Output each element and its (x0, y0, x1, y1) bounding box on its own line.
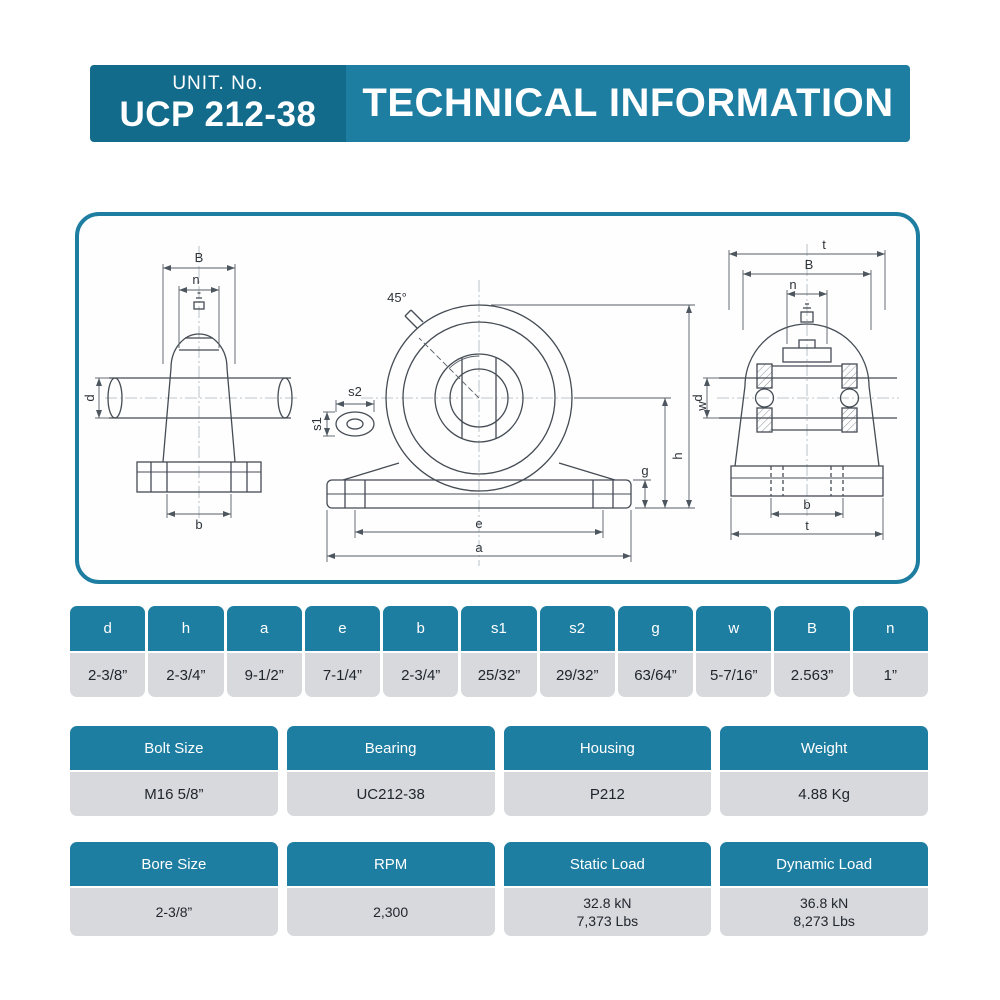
dim-header: w (696, 606, 772, 651)
dim-label-B-right: B (805, 257, 814, 272)
dim-header: h (148, 606, 224, 651)
dim-label-s2: s2 (348, 384, 362, 399)
dim-value: 63/64” (617, 653, 694, 697)
side-view-drawing (719, 303, 897, 497)
dim-label-t-bottom: t (805, 518, 809, 533)
dim-header: b (383, 606, 459, 651)
dim-col-s1: s1 25/32” (461, 606, 537, 697)
left-view-drawing (107, 292, 293, 493)
dim-label-B-left: B (195, 250, 204, 265)
dim-value: 25/32” (461, 653, 537, 697)
drawing-panel: B n d b 45° s2 s1 w h g e a t B n d b t (75, 212, 920, 584)
dim-col-w: w 5-7/16” (696, 606, 772, 697)
dim-value: 7-1/4” (304, 653, 381, 697)
spec-table: Bolt Size M16 5/8” Bearing UC212-38 Hous… (70, 726, 928, 816)
dim-header: n (852, 606, 928, 651)
dim-label-t-top: t (822, 237, 826, 252)
spec-header: Bolt Size (70, 726, 278, 770)
dim-col-s2: s2 29/32” (539, 606, 615, 697)
dim-col-n: n 1” (852, 606, 928, 697)
dim-label-w: w (694, 401, 709, 412)
header: UNIT. No. UCP 212-38 TECHNICAL INFORMATI… (90, 65, 910, 142)
dim-label-h: h (670, 452, 685, 459)
spec-header: Weight (720, 726, 928, 770)
dim-header: g (617, 606, 694, 651)
dim-header: s2 (539, 606, 615, 651)
dimension-labels: B n d b 45° s2 s1 w h g e a t B n d b t (82, 237, 826, 555)
dim-col-b: b 2-3/4” (383, 606, 459, 697)
load-value: 36.8 kN 8,273 Lbs (720, 888, 928, 936)
load-col-rpm: RPM 2,300 (286, 842, 495, 936)
technical-drawing: B n d b 45° s2 s1 w h g e a t B n d b t (82, 237, 899, 566)
load-value-line1: 32.8 kN (583, 894, 632, 911)
load-value: 2-3/8” (70, 888, 278, 936)
dim-label-n-left: n (192, 272, 199, 287)
dim-value: 2.563” (774, 653, 850, 697)
spec-value: P212 (503, 772, 712, 816)
dim-col-d: d 2-3/8” (70, 606, 146, 697)
dim-label-d-left: d (82, 394, 97, 401)
spec-col-bolt-size: Bolt Size M16 5/8” (70, 726, 278, 816)
load-col-dynamic-load: Dynamic Load 36.8 kN 8,273 Lbs (720, 842, 928, 936)
spec-header: Bearing (286, 726, 495, 770)
dim-col-B: B 2.563” (774, 606, 850, 697)
load-col-bore-size: Bore Size 2-3/8” (70, 842, 278, 936)
unit-number: UCP 212-38 (119, 94, 317, 134)
load-header: RPM (286, 842, 495, 886)
spec-col-housing: Housing P212 (503, 726, 712, 816)
dim-header: a (226, 606, 302, 651)
dim-col-e: e 7-1/4” (304, 606, 381, 697)
load-value-line2: 8,273 Lbs (793, 913, 855, 929)
unit-label: UNIT. No. (172, 72, 264, 94)
load-value-line1: 36.8 kN (800, 894, 849, 911)
centerlines (105, 244, 899, 566)
load-table: Bore Size 2-3/8” RPM 2,300 Static Load 3… (70, 842, 928, 936)
dim-value: 2-3/8” (70, 653, 146, 697)
load-value-line1: 2-3/8” (155, 903, 193, 920)
spec-header: Housing (503, 726, 712, 770)
dim-value: 29/32” (539, 653, 615, 697)
spec-value: 4.88 Kg (720, 772, 928, 816)
spec-value: UC212-38 (286, 772, 495, 816)
dim-header: e (304, 606, 381, 651)
unit-number-block: UNIT. No. UCP 212-38 (90, 65, 346, 142)
dim-label-b-right: b (803, 497, 810, 512)
load-header: Static Load (503, 842, 712, 886)
dim-label-d-right: d (690, 394, 705, 401)
dim-value: 2-3/4” (383, 653, 459, 697)
spec-value: M16 5/8” (70, 772, 278, 816)
dim-label-b-left: b (195, 517, 202, 532)
load-col-static-load: Static Load 32.8 kN 7,373 Lbs (503, 842, 712, 936)
load-value: 2,300 (286, 888, 495, 936)
dim-col-a: a 9-1/2” (226, 606, 302, 697)
dim-value: 2-3/4” (148, 653, 224, 697)
dim-label-e: e (475, 516, 482, 531)
load-header: Bore Size (70, 842, 278, 886)
dim-label-a: a (475, 540, 483, 555)
spec-col-bearing: Bearing UC212-38 (286, 726, 495, 816)
dim-col-g: g 63/64” (617, 606, 694, 697)
load-value: 32.8 kN 7,373 Lbs (503, 888, 712, 936)
load-header: Dynamic Load (720, 842, 928, 886)
dim-value: 5-7/16” (696, 653, 772, 697)
dim-value: 9-1/2” (226, 653, 302, 697)
dim-value: 1” (852, 653, 928, 697)
dim-label-s1: s1 (309, 417, 324, 431)
dimension-lines (95, 250, 886, 562)
spec-col-weight: Weight 4.88 Kg (720, 726, 928, 816)
load-value-line2: 7,373 Lbs (576, 913, 639, 929)
dim-col-h: h 2-3/4” (148, 606, 224, 697)
load-value-line1: 2,300 (373, 903, 409, 920)
dim-header: d (70, 606, 146, 651)
dim-label-angle: 45° (387, 290, 407, 305)
dim-header: B (774, 606, 850, 651)
dim-label-n-right: n (789, 277, 796, 292)
page-title: TECHNICAL INFORMATION (346, 65, 910, 142)
dim-header: s1 (461, 606, 537, 651)
front-view-drawing (326, 304, 632, 509)
dimension-table: d 2-3/8” h 2-3/4” a 9-1/2” e 7-1/4” b 2-… (70, 606, 928, 697)
dim-label-g: g (641, 463, 648, 478)
